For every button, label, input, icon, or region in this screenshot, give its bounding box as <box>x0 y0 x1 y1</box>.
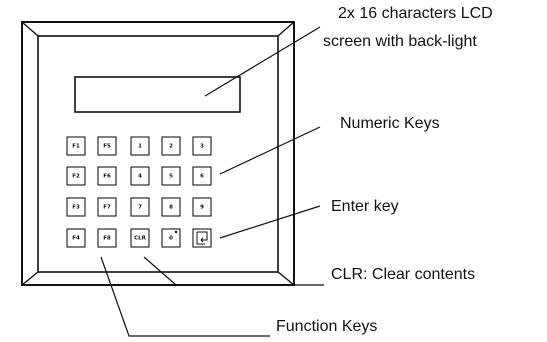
key-label: CLR <box>134 236 147 242</box>
lcd-callout-line1: 2x 16 characters LCD <box>338 5 493 22</box>
lcd-callout-line2: screen with back-light <box>323 33 477 50</box>
key-cap <box>161 166 181 186</box>
key-dot-mark <box>174 230 178 234</box>
key-4[interactable]: 4 <box>130 166 150 186</box>
key-f6[interactable]: F6 <box>97 166 117 186</box>
key-6[interactable]: 6 <box>192 166 212 186</box>
device-bezel <box>21 21 295 286</box>
clr-callout: CLR: Clear contents <box>331 266 475 283</box>
key-7[interactable]: 7 <box>130 197 150 217</box>
key-label: F4 <box>72 236 80 242</box>
key-cap <box>192 197 212 217</box>
enter-icon <box>196 231 208 245</box>
key-label: F8 <box>103 236 111 242</box>
enter-key[interactable] <box>192 228 212 248</box>
key-label: 8 <box>169 205 173 211</box>
key-label: 7 <box>138 205 142 211</box>
clr-leader <box>143 256 324 286</box>
key-f7[interactable]: F7 <box>97 197 117 217</box>
function-leader <box>100 256 270 337</box>
key-label: F6 <box>103 174 111 180</box>
key-label: F7 <box>103 205 111 211</box>
key-label: 5 <box>169 174 173 180</box>
function-keys-callout: Function Keys <box>276 318 377 335</box>
enter-leader <box>219 205 321 239</box>
key-1[interactable]: 1 <box>130 136 150 156</box>
key-cap <box>97 197 117 217</box>
key-cap <box>66 228 86 248</box>
key-cap <box>66 166 86 186</box>
key-f8[interactable]: F8 <box>97 228 117 248</box>
key-9[interactable]: 9 <box>192 197 212 217</box>
key-label: 1 <box>138 144 142 150</box>
key-3[interactable]: 3 <box>192 136 212 156</box>
key-label: 6 <box>200 174 204 180</box>
enter-key-callout: Enter key <box>331 198 399 215</box>
key-cap <box>161 136 181 156</box>
key-cap <box>130 197 150 217</box>
key-f4[interactable]: F4 <box>66 228 86 248</box>
key-label: 4 <box>138 174 142 180</box>
key-0[interactable]: 0 <box>161 228 181 248</box>
leader-lines <box>100 26 324 337</box>
key-f2[interactable]: F2 <box>66 166 86 186</box>
key-cap <box>130 166 150 186</box>
numeric-leader <box>219 126 321 175</box>
key-label: F1 <box>72 144 80 150</box>
key-f5[interactable]: F5 <box>97 136 117 156</box>
key-cap <box>66 136 86 156</box>
key-2[interactable]: 2 <box>161 136 181 156</box>
key-5[interactable]: 5 <box>161 166 181 186</box>
key-cap <box>192 166 212 186</box>
key-cap <box>161 228 181 248</box>
key-label: F2 <box>72 174 80 180</box>
key-f1[interactable]: F1 <box>66 136 86 156</box>
key-f3[interactable]: F3 <box>66 197 86 217</box>
lcd-screen <box>74 76 241 113</box>
key-label: F3 <box>72 205 80 211</box>
key-cap <box>97 228 117 248</box>
lcd-leader <box>204 26 321 97</box>
key-clr[interactable]: CLR <box>130 228 150 248</box>
key-label: 0 <box>169 236 173 242</box>
key-cap <box>97 166 117 186</box>
key-cap <box>130 228 150 248</box>
key-label: 3 <box>200 144 204 150</box>
key-cap <box>97 136 117 156</box>
numeric-keys-callout: Numeric Keys <box>340 115 440 132</box>
key-label: 2 <box>169 144 173 150</box>
key-cap <box>192 136 212 156</box>
keypad: F1 F5 1 2 3F2 F6 4 5 6F3 F7 7 8 9F4 F8 CLR 0 <box>66 136 212 248</box>
key-cap <box>130 136 150 156</box>
key-cap <box>66 197 86 217</box>
key-label: F5 <box>103 144 111 150</box>
key-cap <box>161 197 181 217</box>
key-label: 9 <box>200 205 204 211</box>
key-8[interactable]: 8 <box>161 197 181 217</box>
